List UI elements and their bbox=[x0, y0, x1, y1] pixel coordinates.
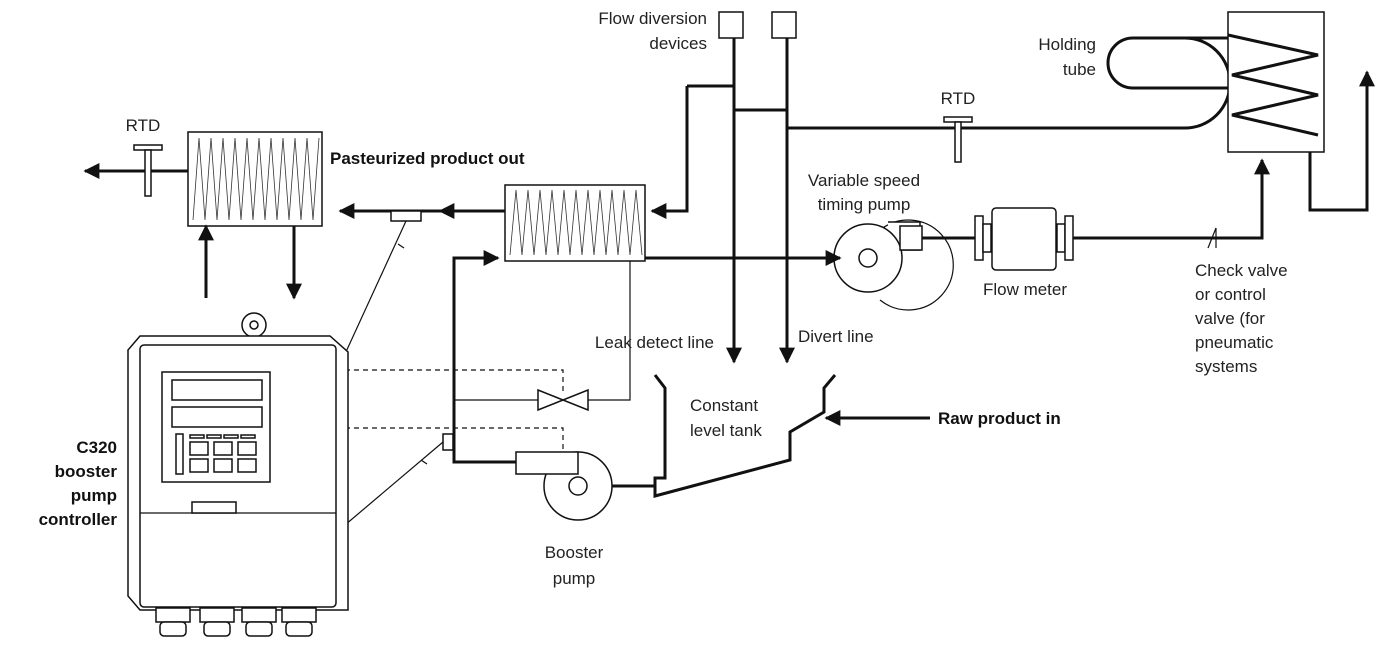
controller-key-4[interactable] bbox=[189, 458, 209, 473]
controller-key-2[interactable] bbox=[213, 441, 233, 456]
check-valve-label-5: systems bbox=[1195, 357, 1257, 376]
heater-exchanger bbox=[1227, 11, 1325, 153]
constant-level-tank bbox=[653, 374, 837, 498]
flow-diversion-label-1: Flow diversion bbox=[598, 9, 707, 28]
holding-tube bbox=[787, 36, 1235, 130]
c320-controller bbox=[127, 312, 349, 637]
check-valve-label-1: Check valve bbox=[1195, 261, 1288, 280]
controller-key-6[interactable] bbox=[237, 458, 257, 473]
booster-label-2: pump bbox=[553, 569, 596, 588]
controller-key-1[interactable] bbox=[189, 441, 209, 456]
leak-detect-label: Leak detect line bbox=[595, 333, 714, 352]
booster-pump bbox=[515, 451, 613, 521]
leak-detect-line bbox=[588, 261, 631, 401]
controller-bargraph bbox=[175, 433, 184, 475]
constant-tank-label-1: Constant bbox=[690, 396, 758, 415]
timing-pump bbox=[833, 219, 954, 311]
flow-diversion-devices bbox=[718, 11, 797, 39]
booster-label-1: Booster bbox=[545, 543, 604, 562]
meter-to-heater-pipe bbox=[1073, 158, 1270, 240]
rtd-right-label: RTD bbox=[941, 89, 976, 108]
controller-key-5[interactable] bbox=[213, 458, 233, 473]
flow-meter bbox=[974, 207, 1074, 271]
rtd-left-sensor bbox=[133, 144, 163, 197]
flow-meter-label: Flow meter bbox=[983, 280, 1067, 299]
rtd-left-label: RTD bbox=[126, 116, 161, 135]
wire-to-booster-sensor bbox=[344, 441, 444, 526]
cooler-exchanger bbox=[187, 131, 323, 227]
holding-tube-label-2: tube bbox=[1063, 60, 1096, 79]
cable-glands bbox=[155, 607, 317, 637]
leak-detect-valve bbox=[537, 388, 589, 412]
holding-tube-label-1: Holding bbox=[1038, 35, 1096, 54]
controller-label-3: pump bbox=[71, 486, 117, 505]
flow-diversion-label-2: devices bbox=[649, 34, 707, 53]
pasteurized-line-sensor bbox=[390, 210, 422, 222]
valve-control-line bbox=[345, 369, 564, 395]
rtd-right-sensor bbox=[943, 116, 973, 163]
timing-pump-label-1: Variable speed bbox=[808, 171, 920, 190]
controller-label-1: C320 bbox=[76, 438, 117, 457]
wire-to-pasteurized-sensor bbox=[344, 220, 407, 355]
raw-product-in-label: Raw product in bbox=[938, 409, 1061, 428]
pasteurized-out-label: Pasteurized product out bbox=[330, 149, 525, 168]
check-valve-label-4: pneumatic bbox=[1195, 333, 1274, 352]
heater-outlet-pipe bbox=[1308, 70, 1375, 212]
timing-pump-label-2: timing pump bbox=[818, 195, 911, 214]
controller-display-2 bbox=[171, 406, 263, 428]
controller-label-4: controller bbox=[39, 510, 118, 529]
flow-diversion-device-2 bbox=[771, 11, 797, 39]
controller-display-1 bbox=[171, 379, 263, 401]
flow-diversion-device-1 bbox=[718, 11, 744, 39]
check-valve-label-2: or control bbox=[1195, 285, 1266, 304]
controller-label-2: booster bbox=[55, 462, 118, 481]
controller-key-3[interactable] bbox=[237, 441, 257, 456]
divert-line-label: Divert line bbox=[798, 327, 874, 346]
return-to-regenerator-pipe bbox=[650, 86, 689, 219]
booster-discharge-sensor bbox=[442, 433, 454, 451]
constant-tank-label-2: level tank bbox=[690, 421, 762, 440]
regenerator-exchanger bbox=[504, 184, 646, 262]
check-valve bbox=[1207, 227, 1217, 249]
pump-control-line bbox=[345, 427, 564, 455]
booster-to-regenerator-pipe bbox=[452, 250, 516, 464]
check-valve-label-3: valve (for bbox=[1195, 309, 1265, 328]
